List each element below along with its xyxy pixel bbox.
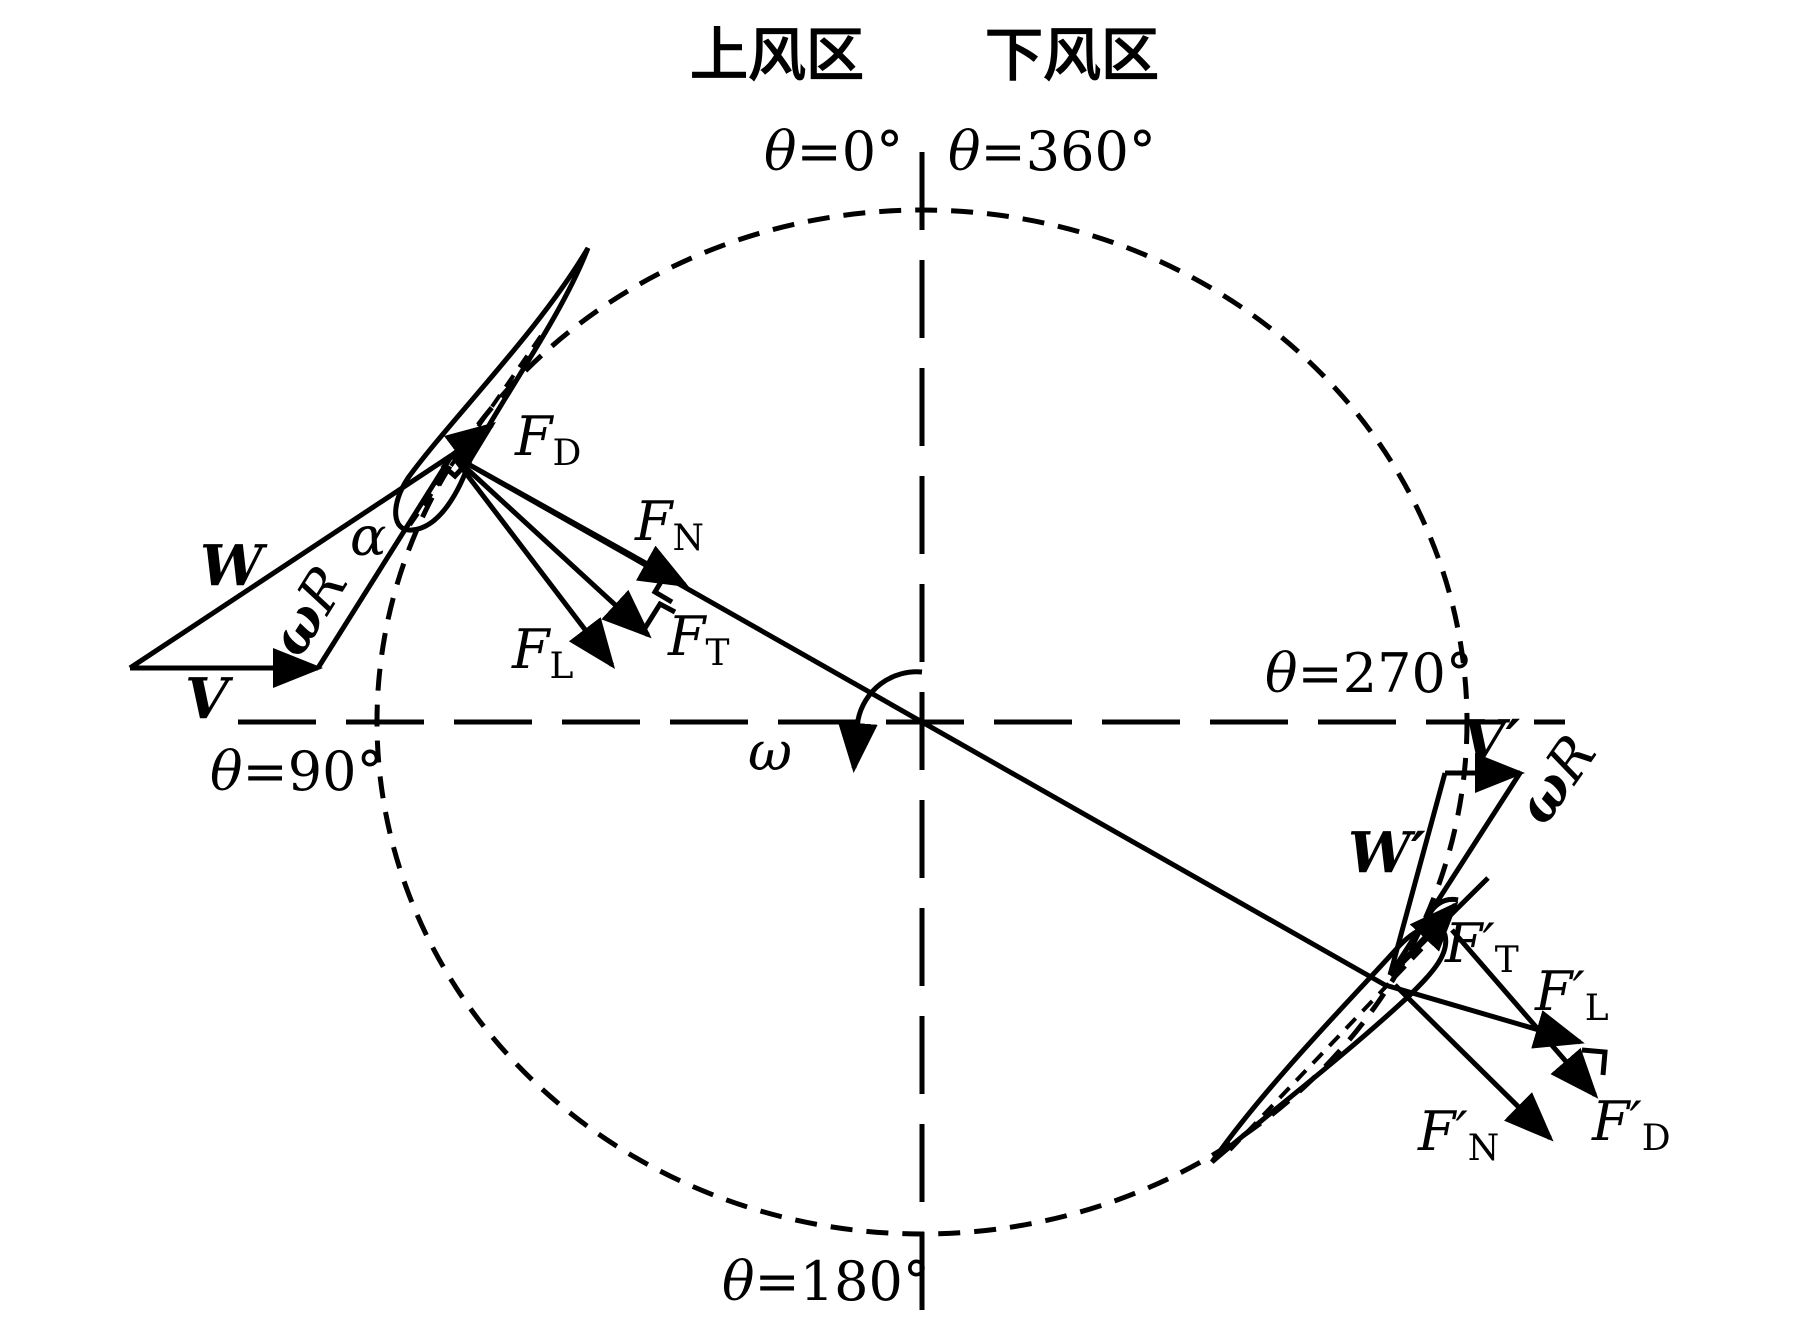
upwind-W-vector	[128, 452, 454, 671]
upwind-FD-right-angle-mark	[440, 462, 468, 480]
downwind-FN-label: F′N	[1417, 1100, 1499, 1169]
theta-90-label: θ=90°	[210, 740, 383, 803]
downwind-FD-vector	[1450, 928, 1599, 1099]
downwind-W-vector	[1387, 772, 1448, 976]
theta-0-label: θ=0°	[764, 120, 903, 183]
theta-180-label: θ=180°	[722, 1250, 930, 1313]
rotation-arrow	[837, 669, 923, 773]
downwind-V-label: V′	[1462, 708, 1520, 774]
theta-360-label: θ=360°	[948, 120, 1156, 183]
upwind-FD-label: FD	[514, 405, 581, 474]
upwind-right-angle-mark	[642, 573, 677, 630]
upwind-chord-line	[408, 328, 547, 527]
downwind-FL-vector	[1384, 982, 1585, 1049]
upwind-FN-vector	[450, 452, 690, 588]
upwind-FL-label: FL	[511, 618, 573, 687]
downwind-FN-vector	[1393, 983, 1554, 1142]
upwind-alpha-label: α	[350, 505, 386, 568]
upwind-FT-label: FT	[667, 605, 729, 674]
downwind-FL-label: F′L	[1534, 960, 1609, 1029]
omega-label: ω	[748, 720, 792, 783]
upwind-omegaR-vector	[315, 453, 455, 670]
downwind-FT-arc	[1425, 896, 1459, 921]
downwind-right-angle-mark	[1581, 1047, 1608, 1076]
upwind-FT-vector	[450, 453, 652, 639]
upwind-V-label: V	[185, 666, 234, 732]
upwind-FL-vector	[450, 453, 616, 669]
upwind-airfoil	[393, 246, 591, 533]
upwind-zone-label: 上风区	[690, 21, 864, 89]
upwind-FD-vector	[444, 422, 496, 468]
downwind-FD-label: F′D	[1591, 1090, 1671, 1159]
theta-270-label: θ=270°	[1265, 642, 1473, 705]
rotor-path-circle	[374, 207, 1470, 1237]
downwind-W-label: W′	[1348, 820, 1426, 886]
downwind-FT-label: F′T	[1444, 912, 1519, 981]
downwind-chord-line	[1228, 928, 1442, 1152]
upwind-W-label: W	[200, 533, 268, 599]
downwind-FT-vector	[1388, 901, 1459, 977]
downwind-zone-label: 下风区	[985, 21, 1159, 89]
upwind-FN-label: FN	[634, 490, 704, 559]
